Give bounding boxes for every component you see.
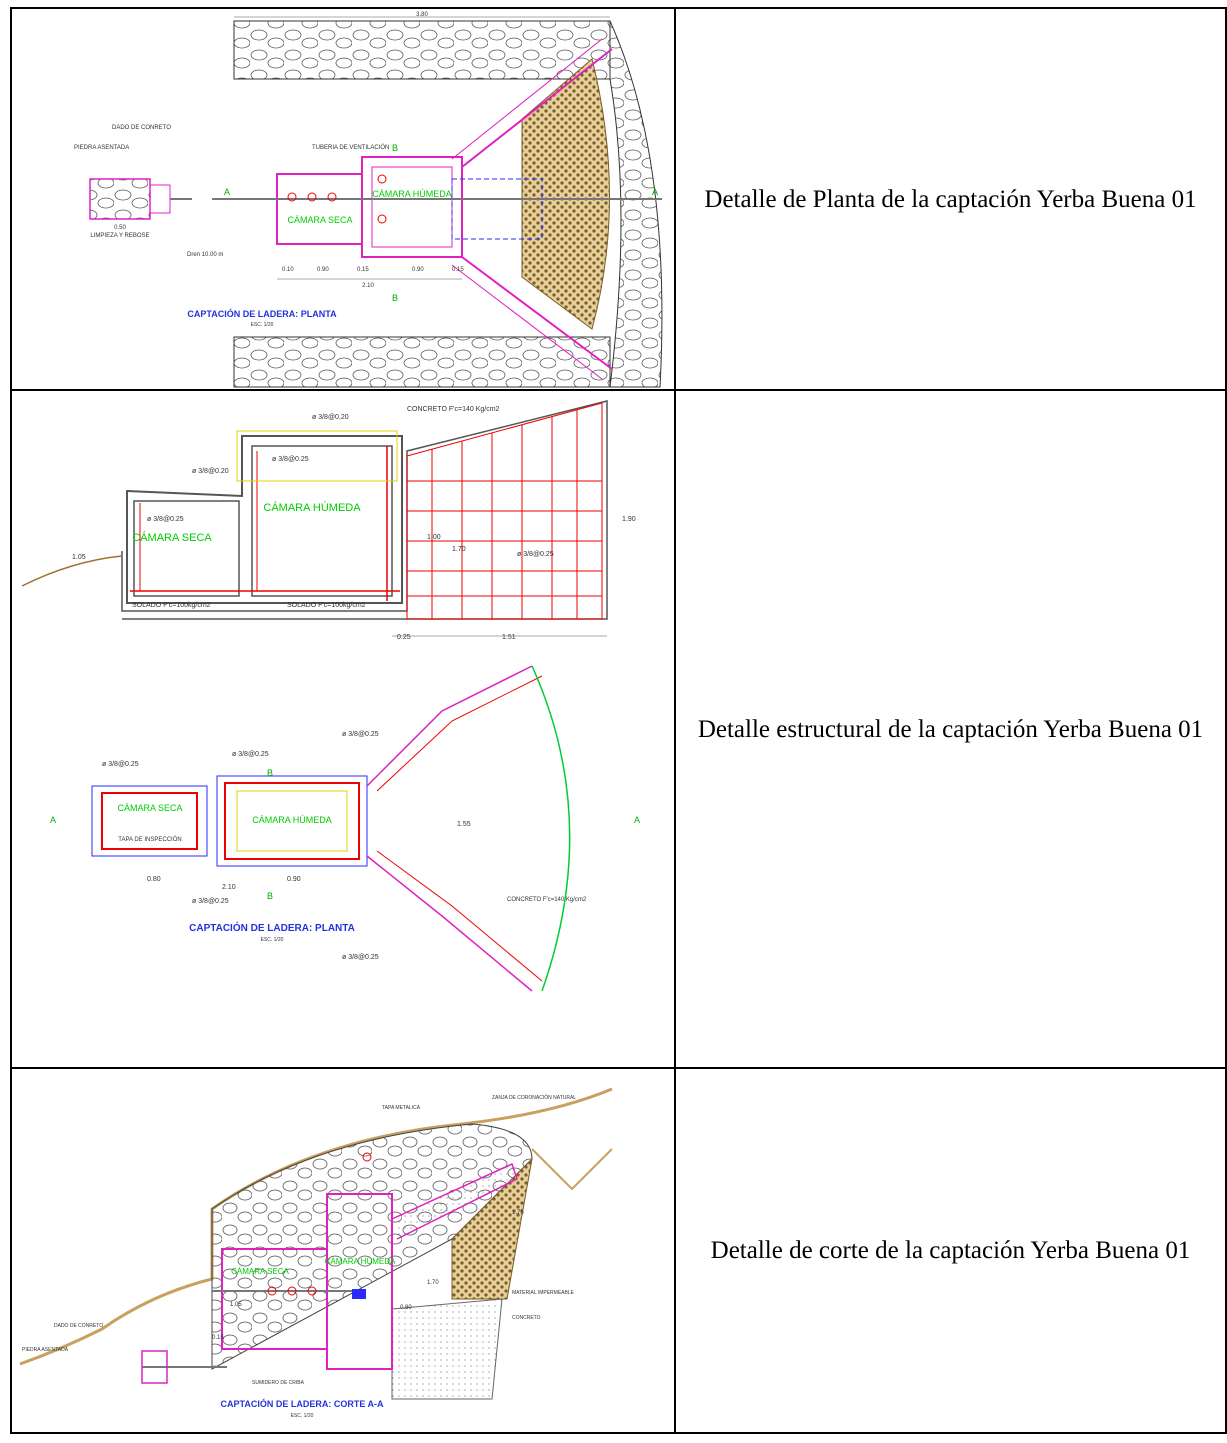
rebar-label: ø 3/8@0.20 — [312, 414, 349, 421]
rebar-label: ø 3/8@0.25 — [192, 898, 229, 905]
drawing-cell: CÁMARA SECA CÁMARA HÚMEDA TAPA METALICA … — [10, 1067, 676, 1434]
caption-cell: Detalle de Planta de la captación Yerba … — [674, 7, 1227, 391]
dim-label: 0.50 — [114, 225, 126, 231]
dim-label: 2.10 — [222, 884, 236, 891]
dim-label: 0.90 — [317, 267, 329, 273]
dim-label: 0.90 — [412, 267, 424, 273]
dado-label: DADO DE CONRETO — [112, 125, 171, 131]
tapa-label: TAPA METALICA — [382, 1105, 421, 1111]
dim-label: 3.80 — [416, 12, 428, 18]
dado-label: DADO DE CONRETO — [54, 1323, 103, 1329]
drawing-scale: ESC. 1/20 — [291, 1413, 314, 1419]
dim-label: 1.70 — [452, 546, 466, 553]
section-b-marker: B — [267, 768, 273, 778]
table-row: CÁMARA SECA CÁMARA HÚMEDA TAPA METALICA … — [10, 1067, 1227, 1434]
camara-seca-label: CÁMARA SECA — [231, 1267, 289, 1276]
dim-label: 2.10 — [362, 283, 374, 289]
dim-label: 1.90 — [622, 516, 636, 523]
reinforcement-grid — [406, 402, 603, 620]
captacion-table: CÁMARA HÚMEDA CÁMARA SECA DADO DE CONRET… — [10, 7, 1227, 1434]
dim-label: 1.05 — [230, 1302, 242, 1308]
tapa-label: TAPA DE INSPECCIÓN — [118, 836, 181, 843]
dim-label: 0.15 — [212, 1335, 224, 1341]
plan-drawing: CÁMARA HÚMEDA CÁMARA SECA DADO DE CONRET… — [74, 12, 663, 388]
table-row: CÁMARA HÚMEDA CÁMARA SECA DADO DE CONRET… — [10, 7, 1227, 391]
solado-label: SOLADO F'c=100kg/cm2 — [132, 602, 211, 609]
camara-seca-label: CÁMARA SECA — [287, 215, 352, 225]
caption-cell: Detalle estructural de la captación Yerb… — [674, 389, 1227, 1069]
table-row: CÁMARA HÚMEDA CÁMARA SECA CONCRETO F'c=1… — [10, 389, 1227, 1069]
dim-label: 0.10 — [282, 267, 294, 273]
rebar-label: ø 3/8@0.25 — [272, 456, 309, 463]
dim-label: 1.05 — [72, 554, 86, 561]
section-b-marker: B — [392, 143, 398, 153]
drawing-title: CAPTACIÓN DE LADERA: PLANTA — [189, 921, 355, 934]
material-label: MATERIAL IMPERMEABLE — [512, 1290, 575, 1296]
dim-label: 0.25 — [397, 634, 411, 641]
rebar-label: ø 3/8@0.25 — [517, 551, 554, 558]
section-a-marker: A — [50, 815, 56, 825]
dim-label: 1.51 — [502, 634, 516, 641]
drawing-title: CAPTACIÓN DE LADERA: CORTE A-A — [221, 1398, 384, 1409]
zanja-label: ZANJA DE CORONACIÓN NATURAL — [492, 1094, 576, 1101]
piedra-label: PIEDRA ASENTADA — [22, 1347, 69, 1353]
dim-label: 0.80 — [400, 1305, 412, 1311]
dren-label: Dren 10.00 m — [187, 252, 223, 258]
camara-seca-label: CÁMARA SECA — [117, 803, 182, 813]
caption-cell: Detalle de corte de la captación Yerba B… — [674, 1067, 1227, 1434]
dim-label: 1.70 — [427, 1280, 439, 1286]
dim-label: 0.80 — [147, 876, 161, 883]
section-drawing: CÁMARA SECA CÁMARA HÚMEDA TAPA METALICA … — [19, 1087, 613, 1419]
camara-humeda-label: CÁMARA HÚMEDA — [372, 189, 452, 199]
solado-label: SOLADO F'c=100kg/cm2 — [287, 602, 366, 609]
camara-humeda-label: CÁMARA HÚMEDA — [325, 1257, 396, 1266]
rebar-label: ø 3/8@0.25 — [342, 954, 379, 961]
concreto-label: CONCRETO F'c=140 Kg/cm2 — [407, 406, 500, 413]
caption-text: Detalle de Planta de la captación Yerba … — [704, 185, 1197, 213]
caption-text: Detalle estructural de la captación Yerb… — [697, 715, 1204, 743]
section-a-marker: A — [634, 815, 640, 825]
concreto-label: CONCRETO — [512, 1315, 541, 1321]
section-b-marker: B — [267, 891, 273, 901]
drawing-scale: ESC. 1/20 — [251, 322, 274, 328]
rebar-label: ø 3/8@0.25 — [342, 731, 379, 738]
section-a-marker: A — [652, 187, 658, 197]
dim-label: 1.55 — [457, 821, 471, 828]
dim-label: 1.75 — [512, 1210, 524, 1216]
tuberia-label: TUBERIA DE VENTILACIÓN — [312, 144, 389, 151]
sumidero-label: SUMIDERO DE CRIBA — [252, 1380, 305, 1386]
camara-humeda-label: CÁMARA HÚMEDA — [252, 815, 332, 825]
drawing-scale: ESC. 1/20 — [261, 937, 284, 943]
camara-seca-label: CÁMARA SECA — [132, 531, 212, 544]
concreto-label: CONCRETO F'c=140 Kg/cm2 — [507, 897, 587, 903]
drawing-title: CAPTACIÓN DE LADERA: PLANTA — [187, 308, 337, 319]
caption-text: Detalle de corte de la captación Yerba B… — [710, 1237, 1191, 1264]
rebar-label: ø 3/8@0.20 — [192, 468, 229, 475]
rebar-label: ø 3/8@0.25 — [147, 516, 184, 523]
dim-label: 0.90 — [287, 876, 301, 883]
structural-drawing: CÁMARA HÚMEDA CÁMARA SECA CONCRETO F'c=1… — [21, 400, 640, 992]
rebar-label: ø 3/8@0.25 — [232, 751, 269, 758]
drawing-cell: CÁMARA HÚMEDA CÁMARA SECA DADO DE CONRET… — [10, 7, 676, 391]
limpieza-label: LIMPIEZA Y REBOSE — [90, 233, 149, 239]
gravel-filter — [521, 58, 610, 330]
dim-label: 1.00 — [427, 534, 441, 541]
camara-humeda-label: CÁMARA HÚMEDA — [263, 501, 361, 514]
section-b-marker: B — [392, 293, 398, 303]
stone-fill — [211, 1123, 533, 1370]
dim-label: 0.15 — [357, 267, 369, 273]
piedra-label: PIEDRA ASENTADA — [74, 145, 129, 151]
drawing-cell: CÁMARA HÚMEDA CÁMARA SECA CONCRETO F'c=1… — [10, 389, 676, 1069]
rebar-label: ø 3/8@0.25 — [102, 761, 139, 768]
dim-label: 0.15 — [452, 267, 464, 273]
section-a-marker: A — [224, 187, 230, 197]
